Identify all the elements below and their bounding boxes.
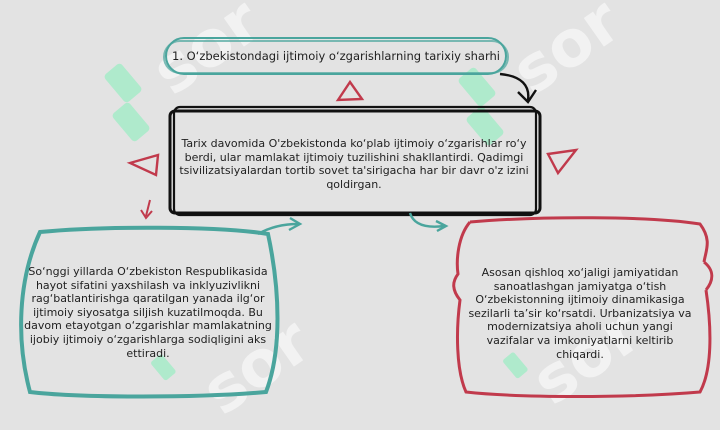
title-box-outline (163, 37, 509, 75)
left-box-text: So‘nggi yillarda O‘zbekiston Respublikas… (24, 265, 272, 360)
watermark-logo-icon (503, 352, 528, 379)
title-box-text: 1. O‘zbekistondagi ijtimoiy o‘zgarishlar… (172, 49, 500, 63)
center-box-text: Tarix davomida O'zbekistonda ko‘plab ijt… (179, 137, 529, 191)
red-triangle-marker (126, 153, 160, 177)
red-triangle-marker (335, 79, 365, 102)
diagram-canvas (19, 37, 714, 399)
watermark-logo-icon (151, 354, 176, 381)
watermark-logo-icon (104, 63, 150, 142)
left-box-outline (19, 225, 280, 399)
right-box-outline (452, 216, 714, 398)
arrow-red-small (145, 199, 151, 217)
right-box-text: Asosan qishloq xo‘jaligi jamiyatidan san… (468, 266, 692, 361)
arrow-teal-right (408, 212, 445, 228)
watermark-logo-icon (458, 67, 504, 146)
arrow-title-to-center (499, 72, 530, 101)
center-box-outline (168, 105, 542, 217)
arrow-head (517, 89, 537, 104)
red-triangle-marker (546, 148, 579, 176)
